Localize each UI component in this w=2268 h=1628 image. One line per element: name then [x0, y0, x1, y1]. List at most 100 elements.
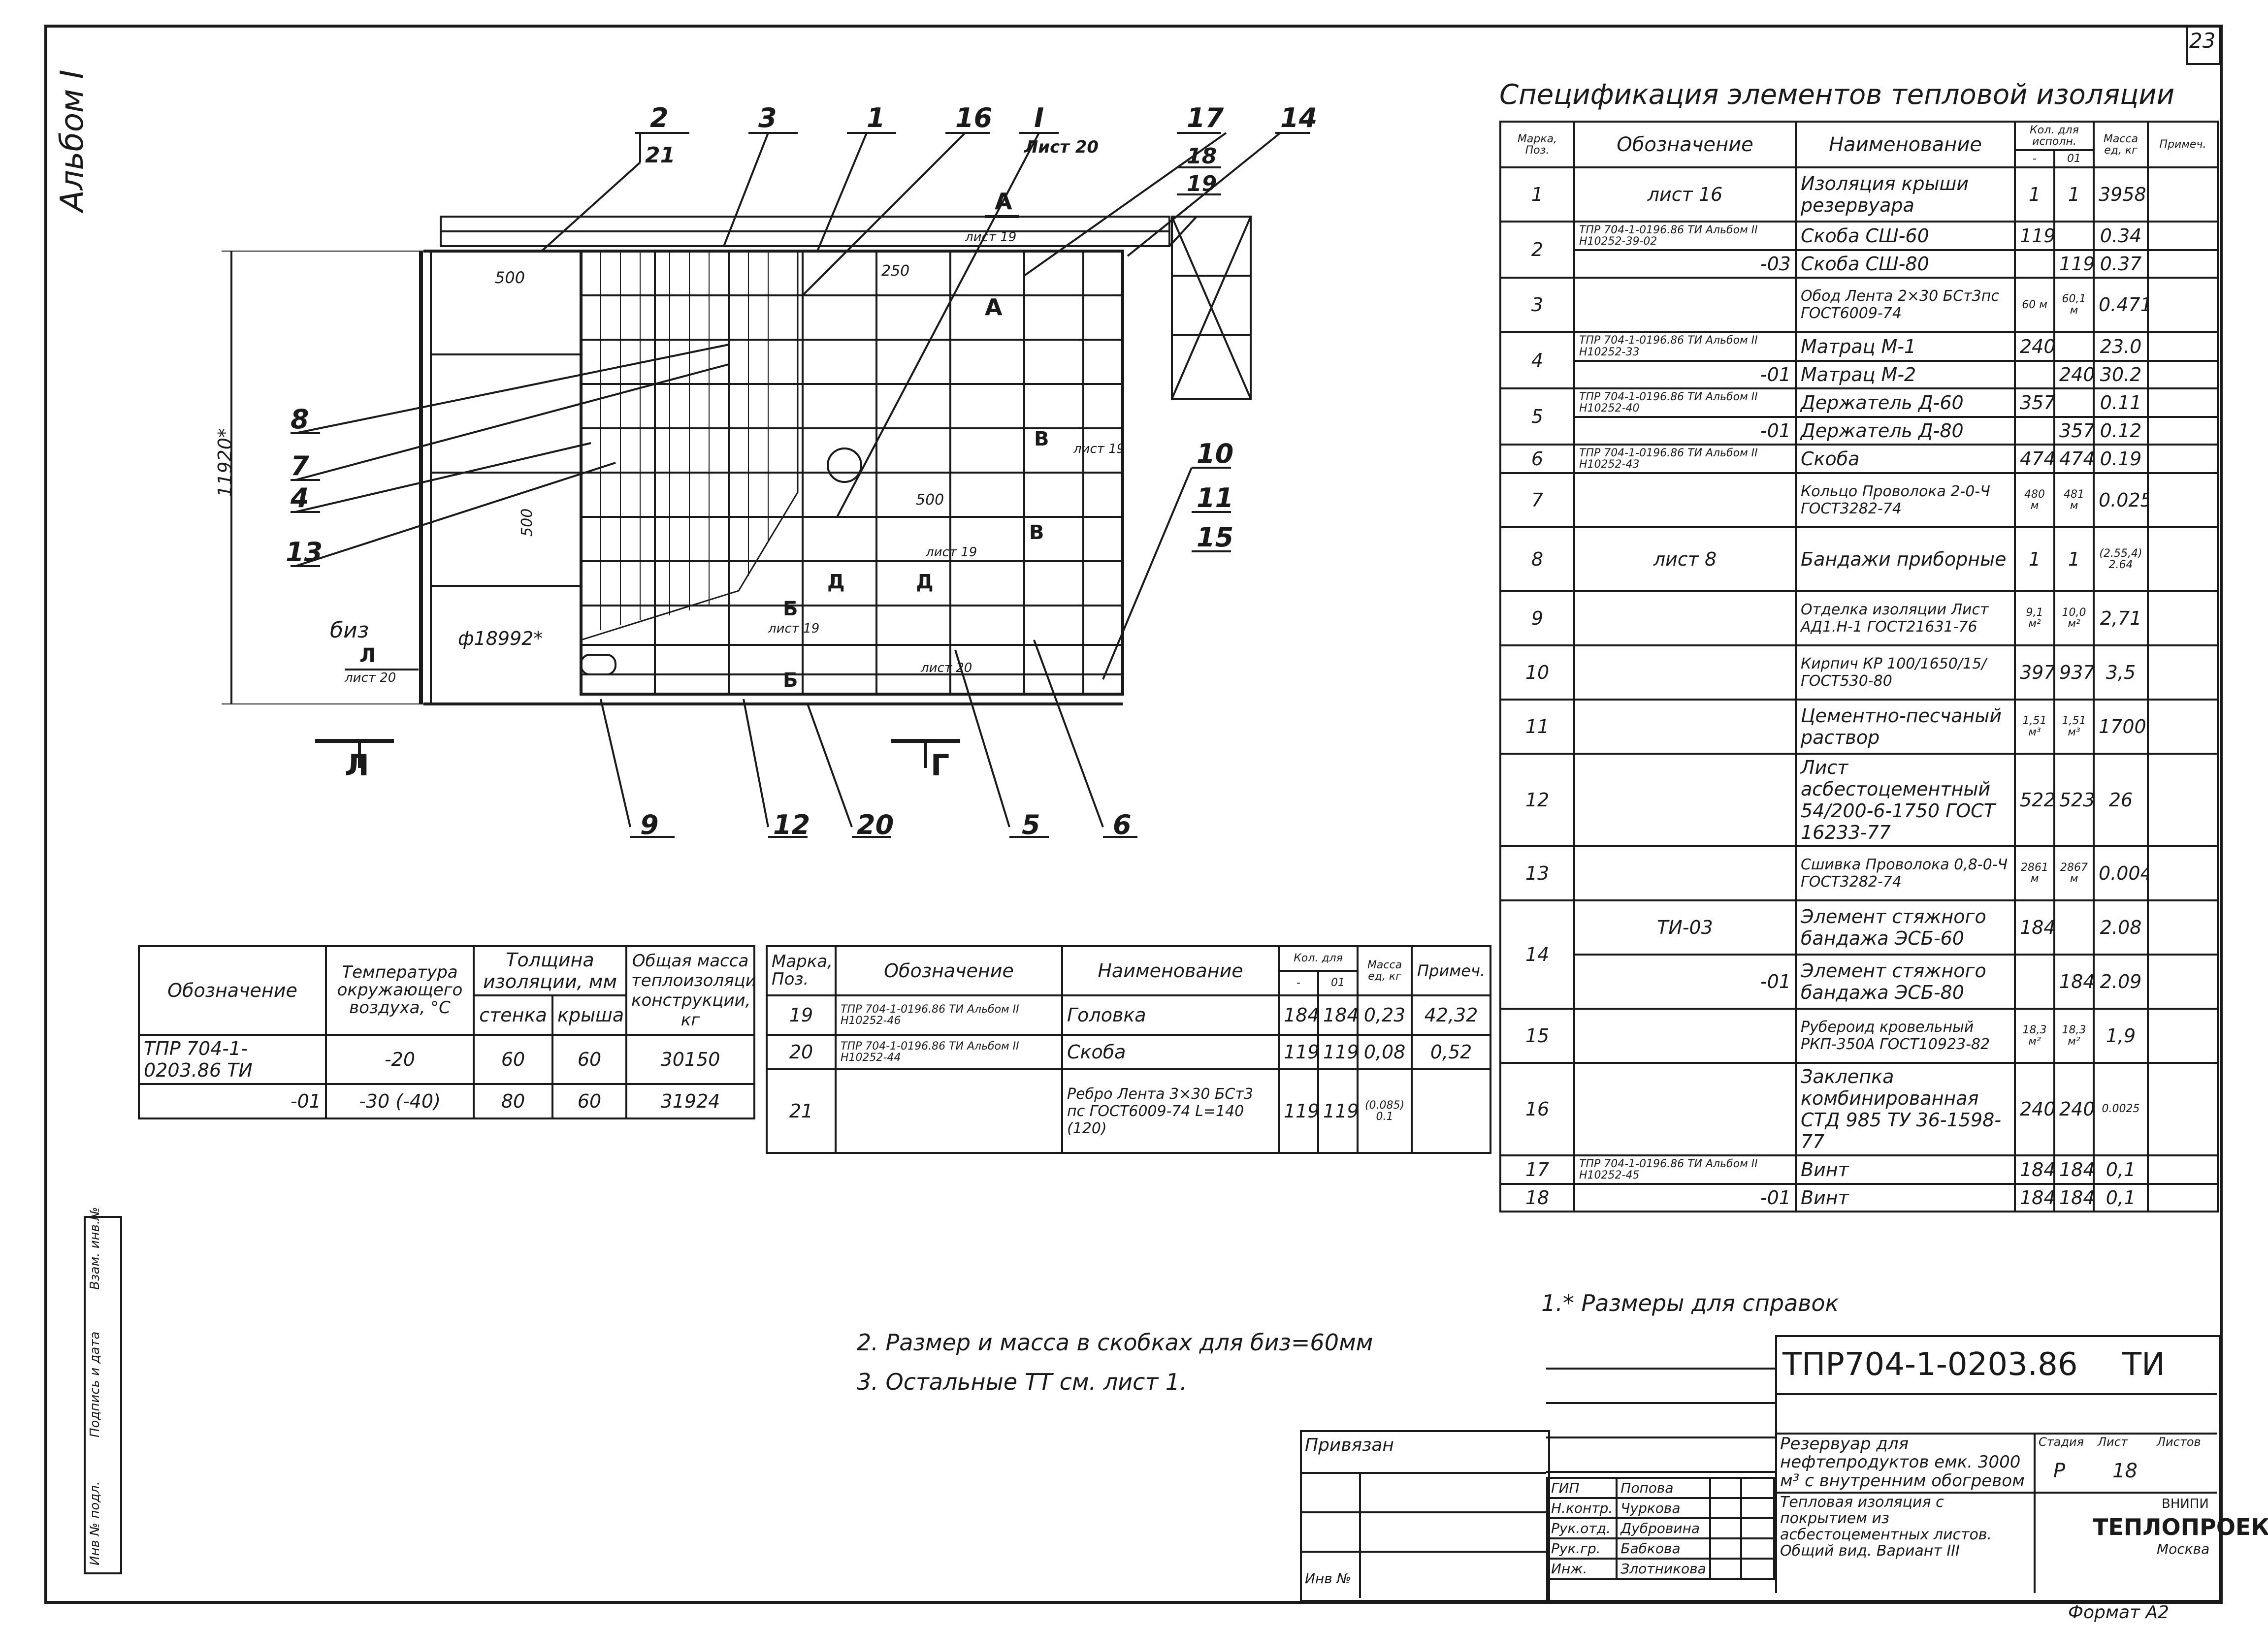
th-roof: крыша — [551, 994, 627, 1036]
title-line1: Резервуар для нефтепродуктов емк. 3000 м… — [1780, 1434, 2025, 1491]
spec-mass: 0.34 — [2093, 221, 2149, 252]
th-row-des: ТПР 704-1-0203.86 ТИ — [138, 1034, 327, 1085]
spec-qb — [2053, 221, 2095, 252]
spec-des: ТИ-03 — [1573, 899, 1797, 956]
spec-qa: 522 — [2014, 753, 2055, 848]
section-D2: Д — [916, 571, 934, 593]
spec-qb: 357 — [2053, 415, 2095, 446]
spec-qb: 1 — [2053, 166, 2095, 223]
spec-qb: 184 — [2053, 1183, 2095, 1213]
spec-name: Скоба СШ-60 — [1795, 221, 2016, 252]
callout-5: 5 — [1022, 809, 1040, 840]
list-ref-6: лист 20 — [344, 670, 396, 685]
th-row-temp: -20 — [325, 1034, 475, 1085]
note-3: 3. Остальные ТТ см. лист 1. — [857, 1369, 1187, 1395]
spec-name: Отделка изоляции Лист АД1.Н-1 ГОСТ21631-… — [1795, 590, 2016, 647]
section-V2: В — [1029, 521, 1044, 544]
th-row-wall: 80 — [473, 1083, 553, 1119]
ss-note — [1411, 1068, 1492, 1154]
ss-qb: 119 — [1317, 1034, 1359, 1070]
spec-name: Цементно-песчаный раствор — [1795, 699, 2016, 755]
stage-label: Стадия — [2039, 1435, 2084, 1449]
spec-qb: 184 — [2053, 954, 2095, 1010]
tank-drawing: 11920* ф18992* 500 500 500 250 биз лист … — [214, 102, 1317, 840]
spec-des: ТПР 704-1-0196.86 ТИ Альбом II Н10252-40 — [1573, 387, 1797, 418]
callout-12: 12 — [773, 809, 810, 840]
th-mass: Общая масса теплоизоляционной конструкци… — [625, 945, 755, 1036]
role: Н.контр. — [1546, 1497, 1618, 1519]
spec-qa: 1 — [2014, 526, 2055, 593]
spec-qb: 474 — [2053, 443, 2095, 475]
spec-qb: 240 — [2053, 1062, 2095, 1157]
th-row-roof: 60 — [551, 1034, 627, 1085]
spec-des: -01 — [1573, 359, 1797, 389]
dim-height: 11920* — [214, 428, 236, 497]
spec-name: Элемент стяжного бандажа ЭСБ-60 — [1795, 899, 2016, 956]
spec-mass: 0.11 — [2093, 387, 2149, 418]
callout-9: 9 — [640, 809, 659, 840]
tb-divider — [1775, 1335, 1777, 1593]
spec-pos: 15 — [1499, 1008, 1575, 1064]
spec-mass: 2,71 — [2093, 590, 2149, 647]
spec-pos: 7 — [1499, 472, 1575, 529]
spec-des: ТПР 704-1-0196.86 ТИ Альбом II Н10252-39… — [1573, 221, 1797, 252]
ss-note: 0,52 — [1411, 1034, 1492, 1070]
sheet-label: Лист — [2098, 1435, 2128, 1449]
spec-qb — [2053, 387, 2095, 418]
callout-6: 6 — [1113, 809, 1132, 840]
callout-1: 1 — [867, 102, 885, 133]
callout-18: 18 — [1187, 144, 1217, 169]
th-row-des: -01 — [138, 1083, 327, 1119]
spec-pos: 10 — [1499, 644, 1575, 701]
spec-name: Матрац М-1 — [1795, 331, 2016, 362]
ss-mass: 0,08 — [1357, 1034, 1413, 1070]
spec-qb: 2867 м — [2053, 845, 2095, 902]
callout-2: 2 — [650, 102, 669, 133]
spec-qa: 474 — [2014, 443, 2055, 475]
spec-qa — [2014, 249, 2055, 279]
side-label-replace: Взам. инв.№ — [88, 1207, 102, 1290]
th-row-mass: 30150 — [625, 1034, 755, 1085]
spec-qb: 1 — [2053, 526, 2095, 593]
spec-qa: 1 — [2014, 166, 2055, 223]
name: Бабкова — [1616, 1537, 1711, 1560]
outer-frame — [44, 25, 2223, 1604]
spec-name: Обод Лента 2×30 БСт3пс ГОСТ6009-74 — [1795, 277, 2016, 333]
spec-qb: 10,0 м² — [2053, 590, 2095, 647]
section-B2: Б — [783, 669, 798, 692]
spec-mass: 0.004 — [2093, 845, 2149, 902]
spec-qa: 18,3 м² — [2014, 1008, 2055, 1064]
callout-20: 20 — [857, 809, 894, 840]
spec-qa — [2014, 359, 2055, 389]
ss-pos: 21 — [766, 1068, 837, 1154]
spec-name: Сшивка Проволока 0,8-0-Ч ГОСТ3282-74 — [1795, 845, 2016, 902]
spec-mass: 0.471 — [2093, 277, 2149, 333]
name: Попова — [1616, 1477, 1711, 1499]
spec-name: Заклепка комбинированная СТД 985 ТУ 36-1… — [1795, 1062, 2016, 1157]
spec-qb: 481 м — [2053, 472, 2095, 529]
role: Рук.отд. — [1546, 1517, 1618, 1539]
spec-name: Скоба СШ-80 — [1795, 249, 2016, 279]
spec-mass: 2.09 — [2093, 954, 2149, 1010]
spec-name: Кирпич КР 100/1650/15/ ГОСТ530-80 — [1795, 644, 2016, 701]
spec-pos: 17 — [1499, 1154, 1575, 1185]
sheet-value: 18 — [2112, 1460, 2138, 1482]
thickness-table: Обозначение Температура окружающего возд… — [138, 945, 755, 1119]
note-2: 2. Размер и масса в скобках для биз=60мм — [857, 1329, 1373, 1356]
spec-qa: 184 — [2014, 1183, 2055, 1213]
section-G: Г — [931, 748, 949, 783]
spec-name: Элемент стяжного бандажа ЭСБ-80 — [1795, 954, 2016, 1010]
spec-pos: 18 — [1499, 1183, 1575, 1213]
dim-500-a: 500 — [495, 268, 525, 287]
th-row-wall: 60 — [473, 1034, 553, 1085]
spec-qb: 60,1 м — [2053, 277, 2095, 333]
spec-h-mark: Марка, Поз. — [1499, 120, 1575, 169]
spec-h-qty-a: - — [2014, 149, 2055, 169]
th-des: Обозначение — [138, 945, 327, 1036]
spec-qb: 18,3 м² — [2053, 1008, 2095, 1064]
spec-mass: 1700 — [2093, 699, 2149, 755]
spec-qa: 1,51 м³ — [2014, 699, 2055, 755]
spec-qb — [2053, 331, 2095, 362]
spec-mass: 3958 — [2093, 166, 2149, 223]
spec-des: -01 — [1573, 954, 1797, 1010]
